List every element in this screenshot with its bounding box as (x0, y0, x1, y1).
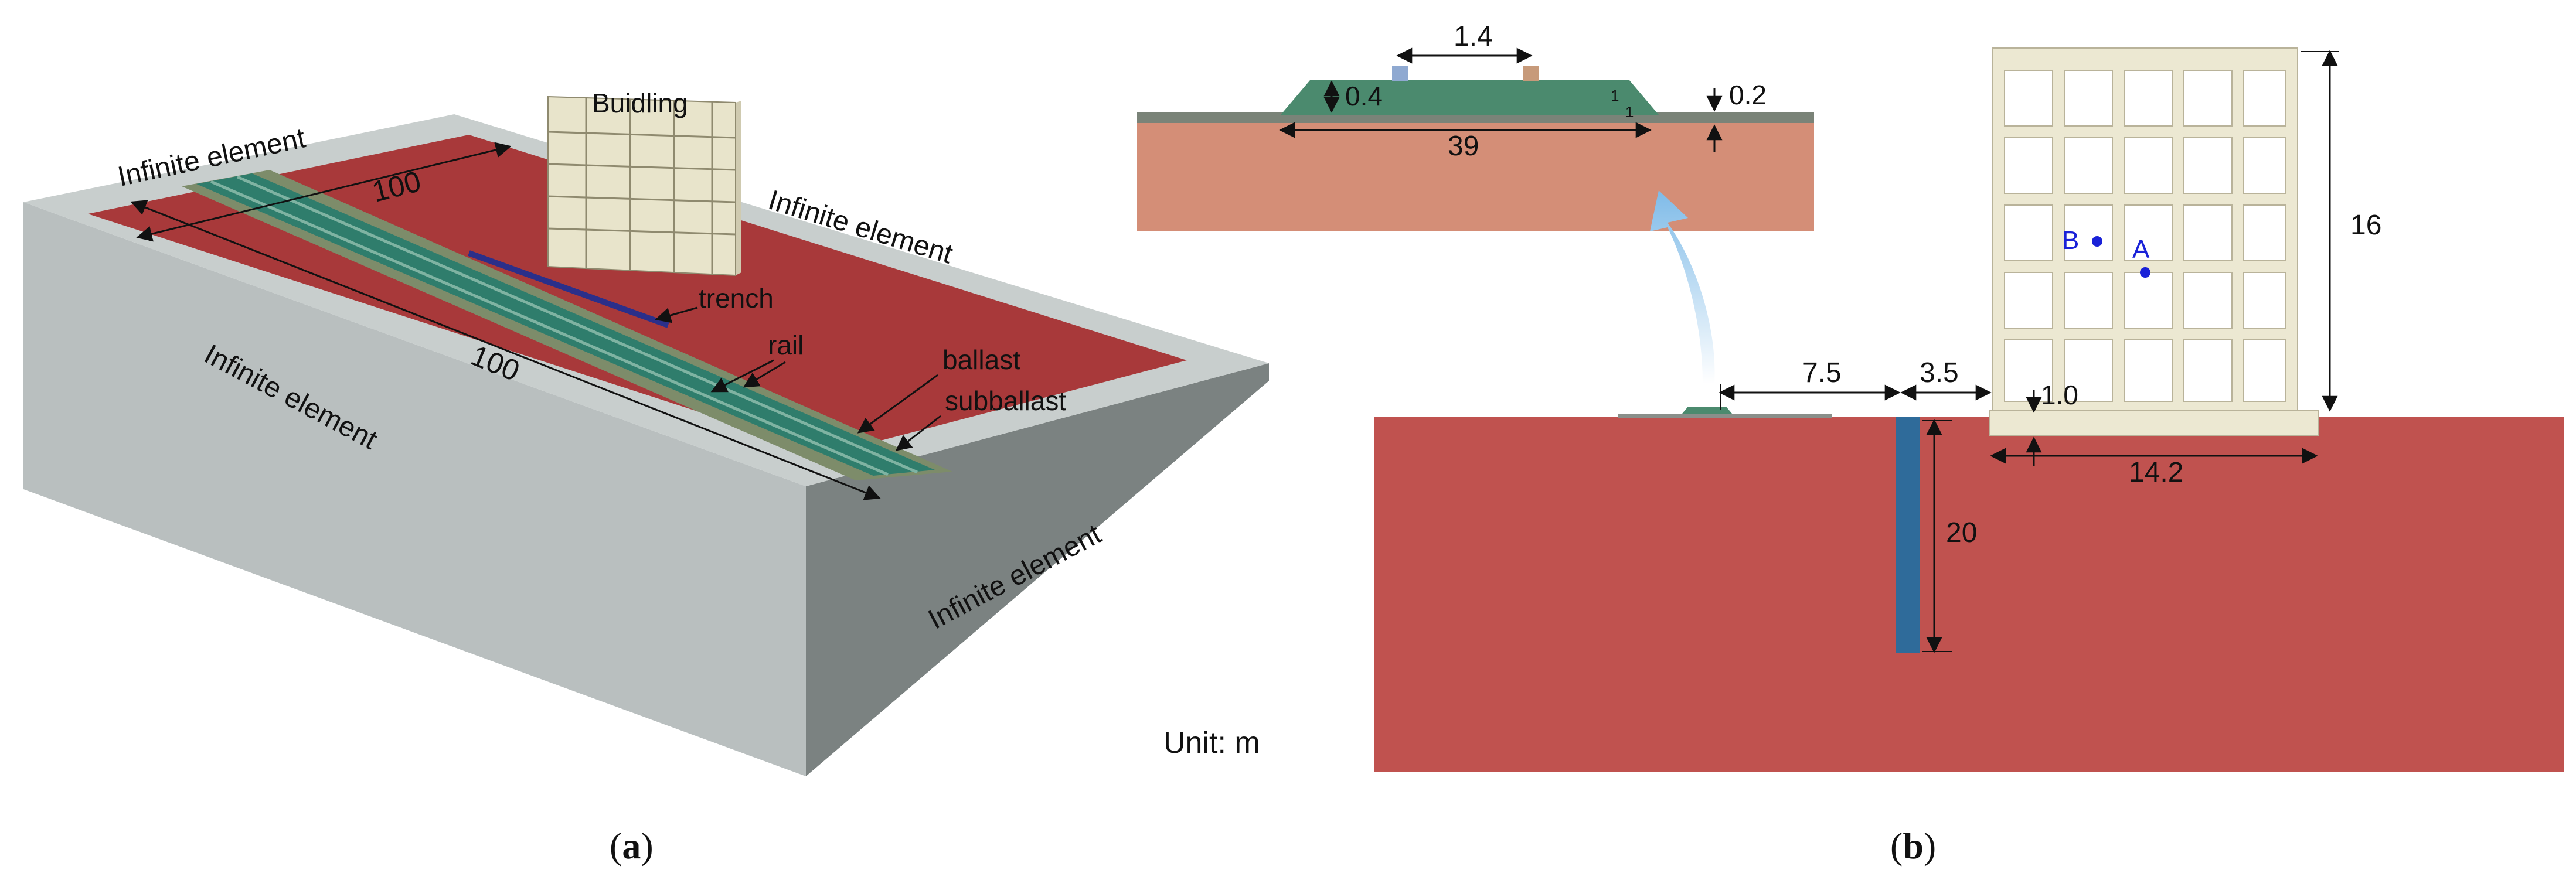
inset-slope-rise: 1 (1611, 87, 1619, 104)
track-to-trench-label: 7.5 (1802, 357, 1842, 388)
building-width-label: 14.2 (2129, 457, 2183, 488)
point-a-label: A (2132, 235, 2150, 264)
trench-leader (655, 306, 698, 323)
inset-rail-left (1392, 66, 1408, 81)
soil-section (1374, 417, 2564, 772)
inset-cross-section: 1.4 0.4 0.2 39 1 1 (1137, 21, 1814, 231)
inset-subballast (1137, 112, 1814, 123)
point-b-label: B (2062, 226, 2079, 255)
trench-to-building-label: 3.5 (1920, 357, 1959, 388)
building-elevation: B A (1989, 47, 2319, 436)
track-embankment (1682, 407, 1732, 414)
building-foundation (1989, 410, 2319, 436)
panel-a: Buidling 100 100 Infinite element Infini… (23, 88, 1269, 867)
inset-rail-right (1523, 66, 1539, 81)
building-label: Buidling (592, 88, 688, 118)
rail-leader-2 (743, 361, 786, 388)
inset-subballast-label: 0.2 (1729, 80, 1767, 110)
inset-ballast-height-label: 0.4 (1345, 81, 1383, 111)
unit-label: Unit: m (1163, 726, 1260, 760)
foundation-label: 1.0 (2041, 380, 2078, 410)
panel-a-caption: (a) (610, 825, 654, 867)
trench-depth-label: 20 (1946, 517, 1977, 548)
trench-section (1896, 417, 1920, 653)
inset-slope-run: 1 (1625, 103, 1634, 121)
inset-embankment (1281, 80, 1659, 115)
zoom-arrow (1650, 190, 1715, 384)
inset-embankment-width-label: 39 (1448, 131, 1479, 162)
track-base (1618, 414, 1832, 418)
panel-b-caption: (b) (1890, 825, 1936, 867)
dim-length-line (130, 200, 881, 500)
subballast-leader (895, 415, 941, 451)
building-3d: Buidling (547, 88, 741, 277)
subballast-label: subballast (945, 386, 1066, 416)
rail-label: rail (768, 330, 804, 360)
point-a-marker (2140, 267, 2150, 278)
trench-label: trench (699, 283, 774, 313)
ballast-label: ballast (942, 345, 1020, 375)
point-b-marker (2092, 236, 2102, 247)
inset-rail-spacing-label: 1.4 (1454, 21, 1493, 52)
rail-leader-1 (710, 359, 774, 393)
ballast-leader (857, 374, 938, 434)
panel-b: 1.4 0.4 0.2 39 1 1 (1137, 21, 2564, 867)
building-height-label: 16 (2350, 210, 2381, 241)
